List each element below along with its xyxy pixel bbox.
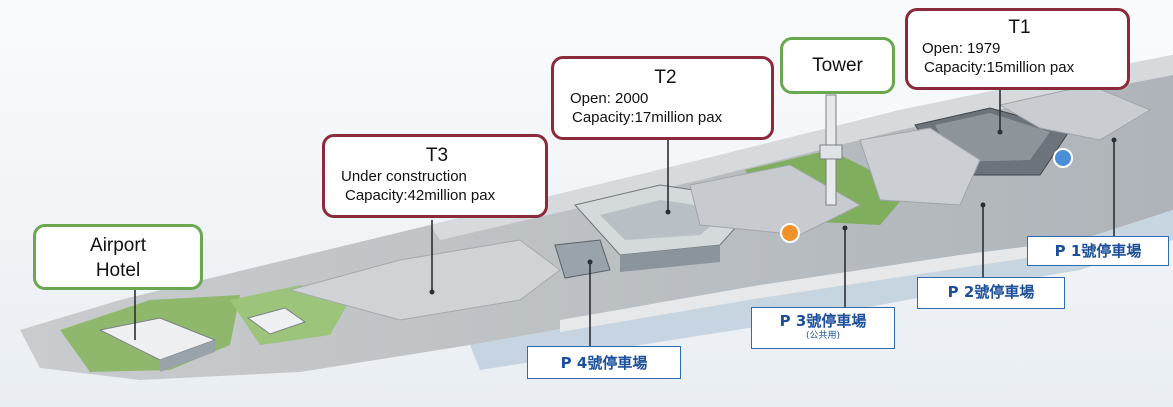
t3-capacity: Capacity:42million pax bbox=[345, 187, 496, 204]
hotel-annex bbox=[246, 307, 307, 335]
t3-status: Under construction bbox=[341, 168, 467, 185]
parking-label-3: P 3號停車場 (公共用) bbox=[751, 307, 895, 349]
poi-marker-blue bbox=[1053, 148, 1073, 168]
airport-hotel-label: Airport Hotel bbox=[90, 235, 146, 281]
parking-lot-2 bbox=[859, 127, 981, 206]
t1-callout: T1 Open: 1979 Capacity:15million pax bbox=[905, 8, 1130, 90]
water-edge bbox=[470, 210, 1173, 370]
front-road bbox=[560, 240, 1080, 332]
tower-label: Tower bbox=[812, 55, 863, 76]
t2-wing bbox=[554, 239, 611, 279]
parking-label-4: P 4號停車場 bbox=[527, 346, 681, 379]
airport-hotel-callout: Airport Hotel bbox=[33, 224, 203, 290]
t3-site bbox=[288, 239, 561, 321]
apron bbox=[430, 55, 1173, 240]
t2-capacity: Capacity:17million pax bbox=[572, 109, 723, 126]
t3-callout: T3 Under construction Capacity:42million… bbox=[322, 134, 548, 218]
t1-title: T1 bbox=[1008, 17, 1031, 38]
t1-open: Open: 1979 bbox=[922, 40, 1001, 57]
t2-title: T2 bbox=[654, 67, 677, 88]
t2-callout: T2 Open: 2000 Capacity:17million pax bbox=[551, 56, 774, 140]
t3-title: T3 bbox=[425, 145, 449, 166]
poi-marker-orange bbox=[780, 223, 800, 243]
tower-callout: Tower bbox=[780, 37, 895, 94]
parking-lot-3 bbox=[689, 164, 862, 236]
parking-label-2: P 2號停車場 bbox=[917, 277, 1065, 309]
parking-label-1: P 1號停車場 bbox=[1027, 236, 1169, 266]
t1-capacity: Capacity:15million pax bbox=[924, 59, 1075, 76]
t2-open: Open: 2000 bbox=[570, 90, 649, 107]
parking-label-3-sub: (公共用) bbox=[805, 331, 841, 341]
